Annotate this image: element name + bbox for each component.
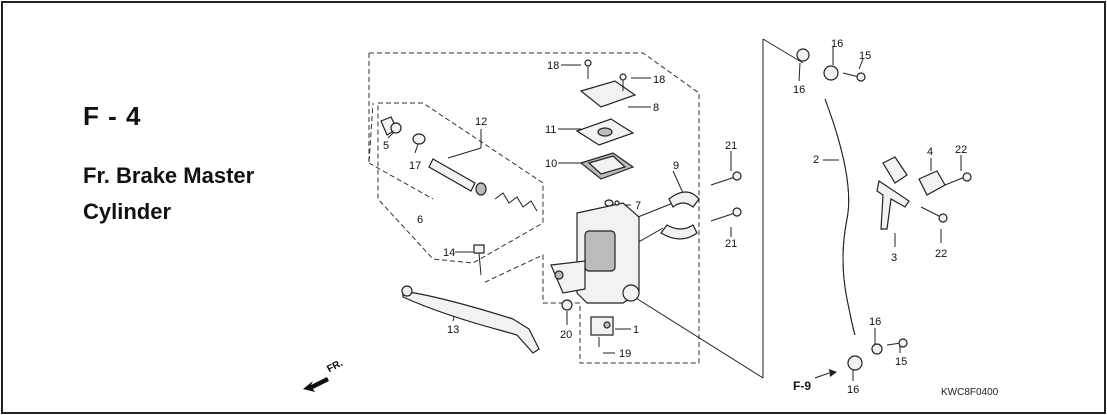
part-bolts-15 (842, 72, 908, 348)
callout-21b: 21 (725, 238, 737, 250)
part-bolts-21 (710, 171, 742, 222)
section-code: F - 4 (83, 101, 142, 131)
callout-18: 18 (547, 60, 559, 72)
callout-4: 4 (927, 146, 933, 158)
diagram-title-line1: Fr. Brake Master (83, 163, 255, 188)
callout-16: 16 (831, 38, 843, 50)
callout-16b: 16 (793, 84, 805, 96)
direction-arrow-icon (303, 377, 329, 392)
callout-8: 8 (653, 102, 659, 114)
callout-2: 2 (813, 154, 819, 166)
diagram-title-line2: Cylinder (83, 199, 172, 224)
callout-21: 21 (725, 140, 737, 152)
callout-16c: 16 (869, 316, 881, 328)
callout-9: 9 (673, 160, 679, 172)
part-hose-clamp (876, 156, 972, 230)
callout-17: 17 (409, 160, 421, 172)
catalog-code: KWC8F0400 (941, 387, 999, 398)
part-holder (660, 191, 700, 240)
part-pivot-bolt (473, 244, 485, 276)
callout-1: 1 (633, 324, 639, 336)
callout-10: 10 (545, 158, 557, 170)
callout-14: 14 (443, 247, 455, 259)
callout-22b: 22 (935, 248, 947, 260)
part-reservoir-cap (579, 59, 637, 108)
callout-15: 15 (859, 50, 871, 62)
callout-13: 13 (447, 324, 459, 336)
callout-3: 3 (891, 252, 897, 264)
assembly-outline (368, 52, 700, 364)
part-brake-lever (401, 285, 540, 354)
callout-5: 5 (383, 140, 389, 152)
part-brake-hose (796, 48, 883, 371)
parts-diagram: 1 2 3 4 5 6 7 8 9 10 11 12 13 14 15 15 1… (368, 38, 972, 396)
callout-7: 7 (635, 200, 641, 212)
part-switch (561, 299, 614, 347)
reference-f9: F-9 (793, 379, 811, 393)
callout-12: 12 (475, 116, 487, 128)
callout-11: 11 (545, 124, 556, 136)
part-diaphragm (579, 152, 635, 180)
callout-20: 20 (560, 329, 572, 341)
part-piston-set (380, 116, 538, 212)
part-o-rings (604, 199, 620, 207)
callout-15b: 15 (895, 356, 907, 368)
leader-lines (387, 38, 962, 381)
callout-18b: 18 (653, 74, 665, 86)
callout-labels: 1 2 3 4 5 6 7 8 9 10 11 12 13 14 15 15 1… (383, 38, 967, 396)
callout-19: 19 (619, 348, 631, 360)
front-direction-indicator: FR. (301, 358, 361, 395)
part-diaphragm-plate (575, 118, 635, 146)
part-master-cylinder-body (550, 202, 640, 304)
callout-16d: 16 (847, 384, 859, 396)
callout-22: 22 (955, 144, 967, 156)
callout-6: 6 (417, 214, 423, 226)
